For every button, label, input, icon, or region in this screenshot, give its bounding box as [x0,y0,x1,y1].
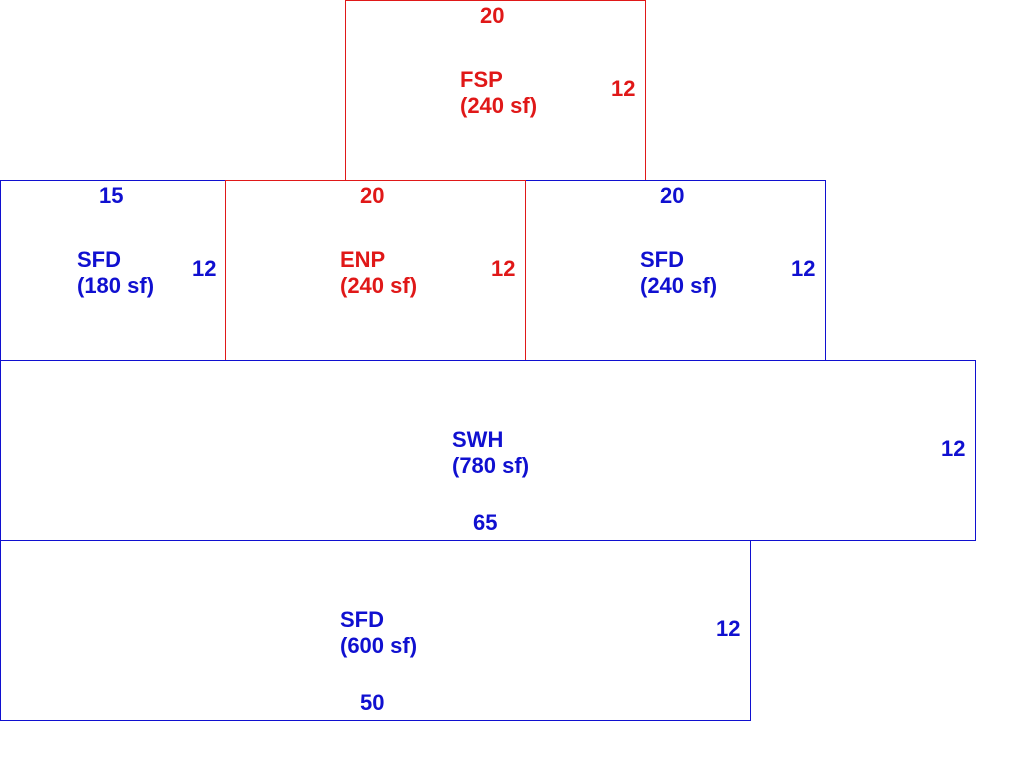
enp-code-label: ENP [340,247,386,272]
sfd-bottom-depth-label: 12 [716,616,741,641]
sfd-right-code-label: SFD [640,247,684,272]
enp-depth-label: 12 [491,256,516,281]
sfd-bottom-area-label: (600 sf) [340,633,418,658]
fsp-area-label: (240 sf) [460,93,538,118]
enp-width-label: 20 [360,183,385,208]
sfd-left-area-label: (180 sf) [77,273,155,298]
sfd-left-code-label: SFD [77,247,121,272]
sfd-bottom-width-label: 50 [360,690,385,715]
sfd-left-depth-label: 12 [192,256,217,281]
enp-area-label: (240 sf) [340,273,418,298]
sfd-right-width-label: 20 [660,183,685,208]
sfd-right-depth-label: 12 [791,256,816,281]
sfd-right-area-label: (240 sf) [640,273,718,298]
fsp-width-label: 20 [480,3,505,28]
sfd-bottom-code-label: SFD [340,607,384,632]
fsp-depth-label: 12 [611,76,636,101]
swh-code-label: SWH [452,427,504,452]
swh-depth-label: 12 [941,436,966,461]
fsp-code-label: FSP [460,67,503,92]
swh-width-label: 65 [473,510,498,535]
sfd-left-width-label: 15 [99,183,124,208]
room-sfd-bottom [0,540,751,721]
swh-area-label: (780 sf) [452,453,530,478]
